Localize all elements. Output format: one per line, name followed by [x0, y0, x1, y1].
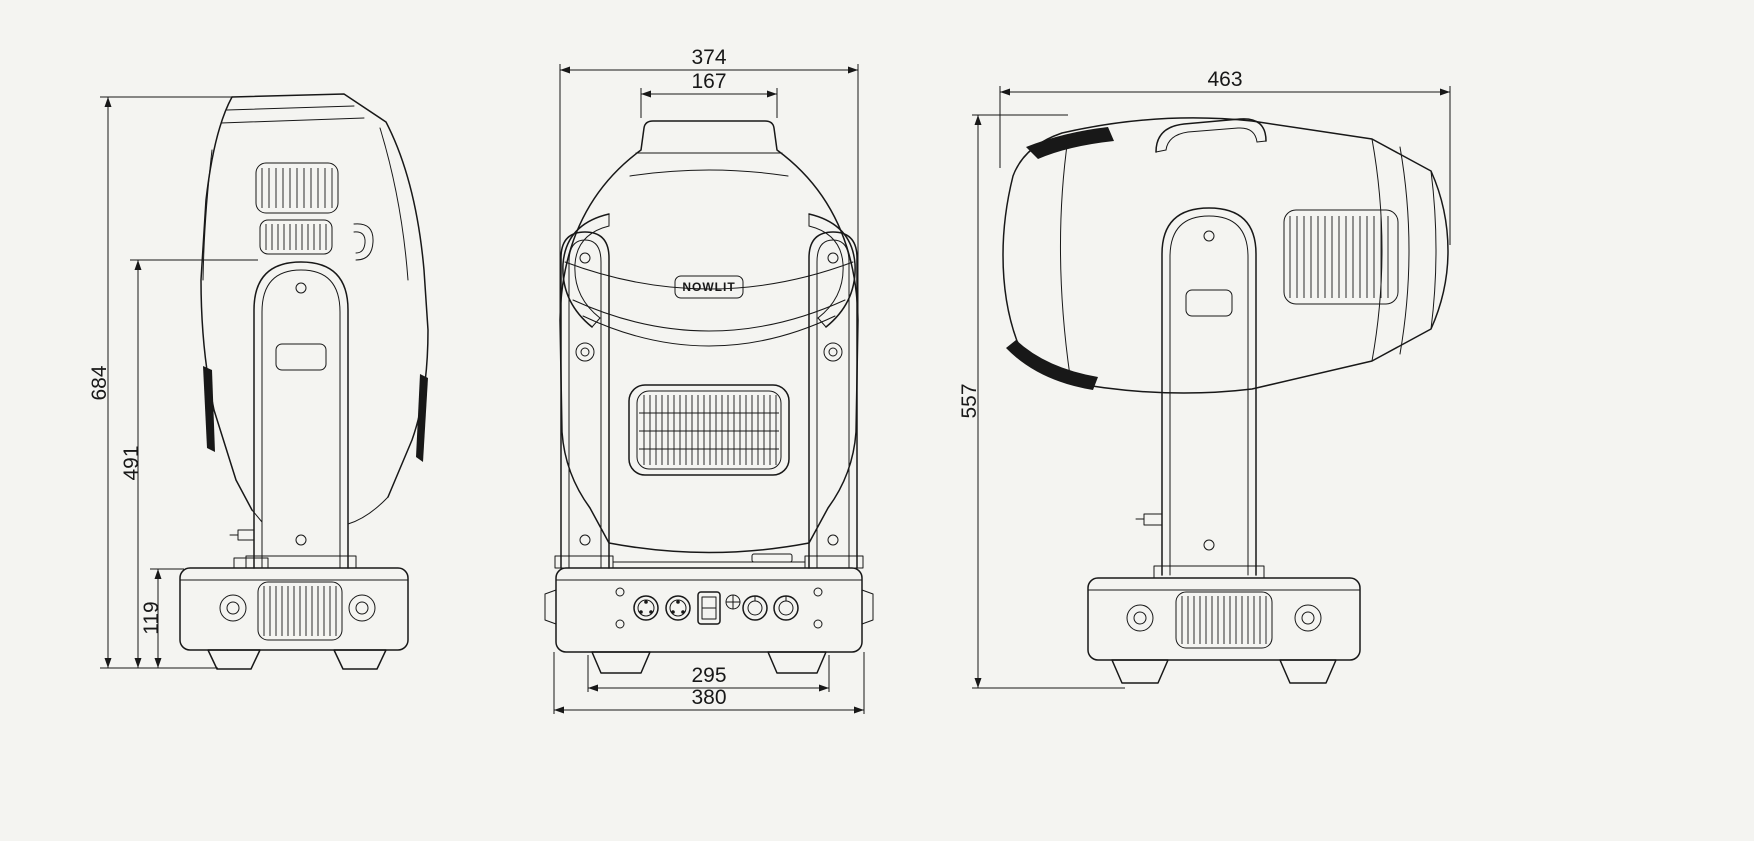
front-view-yoke-arm-right — [804, 231, 864, 569]
left-view-base-knob — [348, 594, 376, 622]
dim-label-head-width: 374 — [691, 46, 726, 69]
left-view-handle — [353, 223, 374, 261]
power-connector — [773, 595, 799, 621]
left-view-head — [200, 93, 429, 525]
brand-badge: NOWLIT — [674, 275, 744, 299]
left-view-trim-left — [203, 366, 215, 452]
front-view-handle-left — [562, 213, 610, 328]
right-view-handle — [1155, 118, 1267, 153]
front-view-dimensions: 374 167 295 380 — [553, 46, 865, 714]
right-view-foot — [1279, 659, 1337, 684]
right-view-dimensions: 463 557 — [958, 68, 1451, 689]
left-view-foot — [333, 649, 387, 670]
front-view-foot — [591, 651, 651, 674]
xlr-connector — [633, 595, 659, 621]
right-view-lock-pin — [1143, 513, 1163, 526]
dim-label-height: 557 — [958, 383, 981, 418]
dim-label-total-height: 684 — [88, 365, 111, 400]
left-view-base-grille — [257, 581, 343, 641]
dim-label-base-inner-width: 295 — [691, 664, 726, 687]
right-view-base-grille — [1175, 591, 1273, 649]
left-view-yoke-arm — [229, 261, 357, 569]
left-view-dimensions: 684 491 119 — [88, 96, 258, 669]
front-view-base — [544, 553, 874, 674]
xlr-connector — [665, 595, 691, 621]
left-view-base-knob — [219, 594, 247, 622]
dim-label-length: 463 — [1207, 68, 1242, 91]
left-view-vent-grille — [255, 162, 339, 255]
right-view-foot — [1111, 659, 1169, 684]
left-view-base — [179, 557, 409, 670]
left-view-lock-pin — [237, 529, 255, 541]
dim-label-base-height: 119 — [140, 601, 163, 634]
right-side-view: 463 557 — [958, 68, 1451, 689]
front-view-base-tab-right — [861, 589, 874, 625]
power-connector — [742, 595, 768, 621]
front-view: NOWLIT — [544, 46, 874, 714]
front-view-grille — [628, 384, 790, 476]
left-view-trim-right — [416, 374, 428, 462]
right-view-head — [1002, 117, 1449, 394]
power-switch — [697, 591, 721, 625]
right-view-trim-top — [1026, 127, 1114, 159]
right-view-vent-grille — [1283, 209, 1399, 305]
right-view-trim-bottom — [1006, 340, 1098, 390]
front-view-connector-panel — [615, 587, 823, 629]
right-view-base — [1087, 577, 1361, 684]
right-view-base-knob — [1126, 604, 1154, 632]
dim-label-top-width: 167 — [691, 70, 726, 93]
right-view-base-knob — [1294, 604, 1322, 632]
front-view-head: NOWLIT — [559, 120, 859, 554]
brand-logo-text: NOWLIT — [682, 280, 735, 294]
front-view-foot — [767, 651, 827, 674]
left-side-view: 684 491 119 — [88, 93, 429, 670]
front-view-base-tab-left — [544, 589, 557, 625]
dim-label-base-width: 380 — [691, 686, 726, 709]
fuse-holder — [725, 594, 741, 610]
dim-label-upper-height: 491 — [120, 445, 143, 480]
left-view-foot — [207, 649, 261, 670]
front-view-handle-right — [808, 213, 856, 328]
